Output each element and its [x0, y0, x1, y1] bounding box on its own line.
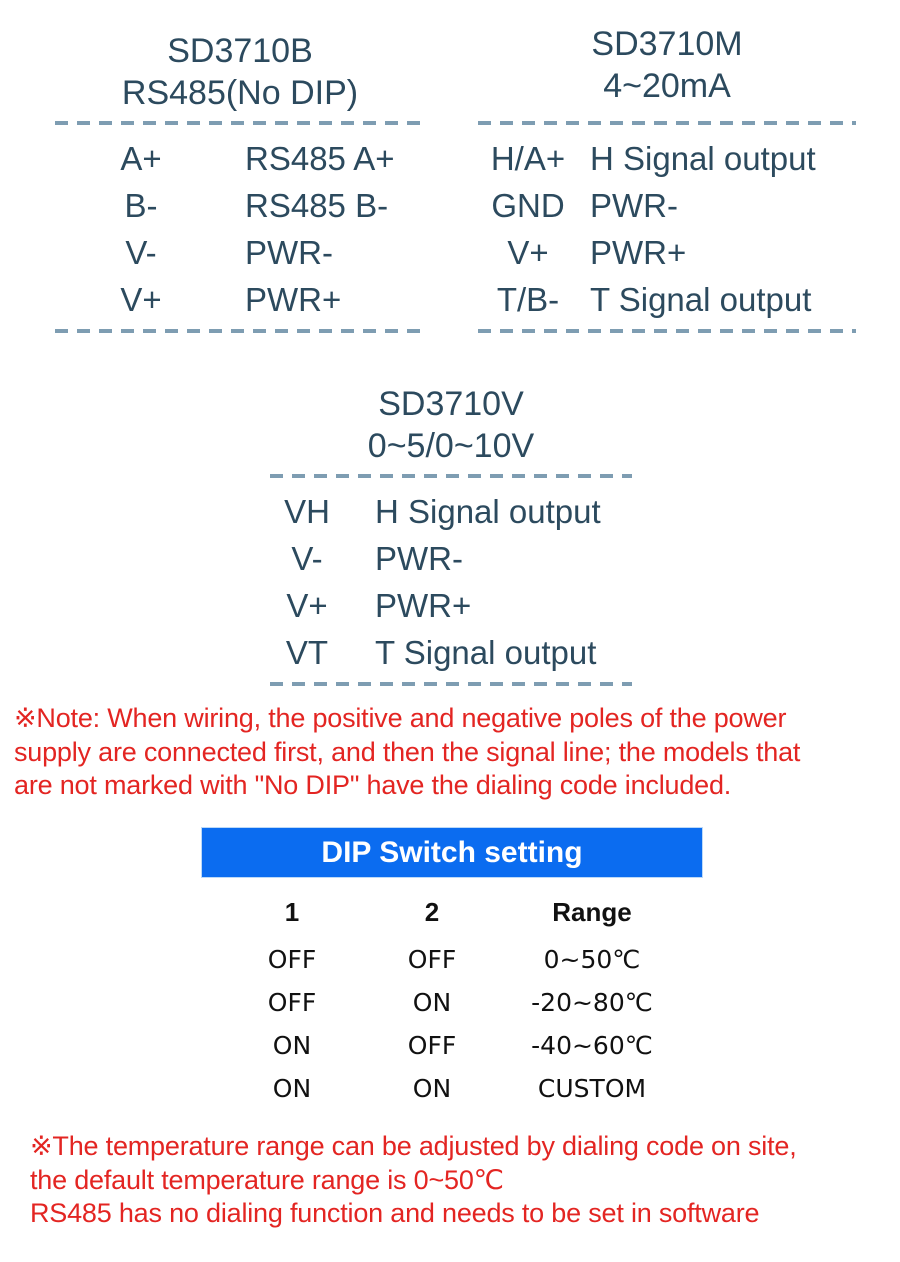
dip-table-header-row: 1 2 Range: [202, 890, 702, 934]
interface-subtitle: 4~20mA: [603, 67, 731, 105]
switch2-state: ON: [412, 988, 452, 1017]
pin-label: T/B-: [496, 280, 560, 318]
pin-row: B- RS485 B-: [55, 182, 425, 229]
pin-row: VH H Signal output: [270, 488, 632, 535]
switch2-state: OFF: [407, 1031, 457, 1060]
pin-label: V+: [120, 280, 162, 318]
pin-label: V-: [125, 233, 157, 271]
pin-row: V+ PWR+: [478, 229, 856, 276]
dip-switch-header: DIP Switch setting: [202, 828, 702, 877]
pin-row: H/A+ H Signal output: [478, 135, 856, 182]
pin-row: T/B- T Signal output: [478, 276, 856, 323]
dashed-divider: [270, 474, 632, 478]
pin-row: V+ PWR+: [270, 582, 632, 629]
temperature-note: ※The temperature range can be adjusted b…: [30, 1130, 895, 1231]
temperature-note-line: ※The temperature range can be adjusted b…: [30, 1131, 797, 1161]
pin-description: T Signal output: [590, 280, 812, 318]
pin-row: GND PWR-: [478, 182, 856, 229]
pin-list: VH H Signal output V- PWR- V+ PWR+ VT T …: [270, 488, 632, 676]
model-title: SD3710V: [378, 385, 524, 423]
pin-description: H Signal output: [590, 139, 816, 177]
temperature-note-line: the default temperature range is 0~50℃: [30, 1164, 504, 1195]
dip-table-row: ON ON CUSTOM: [202, 1067, 702, 1110]
wiring-note-line: are not marked with "No DIP" have the di…: [14, 770, 732, 801]
wiring-note: ※Note: When wiring, the positive and neg…: [14, 702, 894, 803]
pin-description: RS485 A+: [245, 139, 395, 177]
temperature-note-line: RS485 has no dialing function and needs …: [30, 1198, 760, 1229]
range-value: -40~60℃: [531, 1031, 653, 1060]
range-value: 0~50℃: [543, 945, 641, 974]
switch2-state: OFF: [407, 945, 457, 974]
pin-label: H/A+: [490, 139, 566, 177]
pin-row: A+ RS485 A+: [55, 135, 425, 182]
pin-description: PWR-: [590, 186, 678, 224]
column-header-1: 1: [284, 896, 300, 927]
range-value: -20~80℃: [531, 988, 653, 1017]
dashed-divider: [55, 121, 425, 125]
pin-description: PWR+: [375, 586, 472, 624]
pin-row: V+ PWR+: [55, 276, 425, 323]
pinout-block-sd3710m: SD3710M 4~20mA H/A+ H Signal output GND …: [478, 25, 856, 333]
column-header-2: 2: [424, 896, 440, 927]
pinout-block-sd3710b: SD3710B RS485(No DIP) A+ RS485 A+ B- RS4…: [55, 30, 425, 333]
dashed-divider: [55, 329, 425, 333]
wiring-note-line: supply are connected first, and then the…: [14, 736, 801, 767]
switch1-state: OFF: [267, 988, 317, 1017]
interface-subtitle: 0~5/0~10V: [367, 427, 535, 465]
pin-label: GND: [491, 186, 565, 224]
pin-label: B-: [124, 186, 158, 224]
range-value: CUSTOM: [537, 1074, 647, 1103]
pin-label: VH: [284, 492, 330, 530]
switch1-state: ON: [272, 1031, 312, 1060]
pin-list: A+ RS485 A+ B- RS485 B- V- PWR- V+ PWR+: [55, 135, 425, 323]
switch1-state: ON: [272, 1074, 312, 1103]
pin-row: V- PWR-: [55, 229, 425, 276]
pin-label: VT: [285, 633, 329, 671]
pin-description: RS485 B-: [245, 186, 389, 224]
pin-description: PWR-: [245, 233, 333, 271]
dashed-divider: [478, 329, 856, 333]
model-title: SD3710B: [167, 32, 313, 70]
pin-description: PWR+: [590, 233, 687, 271]
pin-description: T Signal output: [375, 633, 597, 671]
pin-description: H Signal output: [375, 492, 601, 530]
pin-description: PWR+: [245, 280, 342, 318]
interface-subtitle: RS485(No DIP): [121, 74, 359, 112]
model-title: SD3710M: [591, 25, 743, 63]
dip-table-row: ON OFF -40~60℃: [202, 1024, 702, 1067]
dashed-divider: [478, 121, 856, 125]
pin-list: H/A+ H Signal output GND PWR- V+ PWR+ T/…: [478, 135, 856, 323]
switch2-state: ON: [412, 1074, 452, 1103]
dip-table-row: OFF OFF 0~50℃: [202, 938, 702, 981]
pin-label: A+: [120, 139, 162, 177]
dip-table-row: OFF ON -20~80℃: [202, 981, 702, 1024]
pin-description: PWR-: [375, 539, 463, 577]
pin-row: VT T Signal output: [270, 629, 632, 676]
wiring-note-line: ※Note: When wiring, the positive and neg…: [14, 703, 787, 733]
pin-label: V+: [507, 233, 549, 271]
pin-row: V- PWR-: [270, 535, 632, 582]
dashed-divider: [270, 682, 632, 686]
switch1-state: OFF: [267, 945, 317, 974]
dip-switch-table: 1 2 Range OFF OFF 0~50℃ OFF ON -20~80℃ O…: [202, 890, 702, 1110]
pin-label: V-: [291, 539, 323, 577]
pin-label: V+: [286, 586, 328, 624]
column-header-range: Range: [552, 896, 632, 927]
pinout-block-sd3710v: SD3710V 0~5/0~10V VH H Signal output V- …: [270, 383, 632, 686]
